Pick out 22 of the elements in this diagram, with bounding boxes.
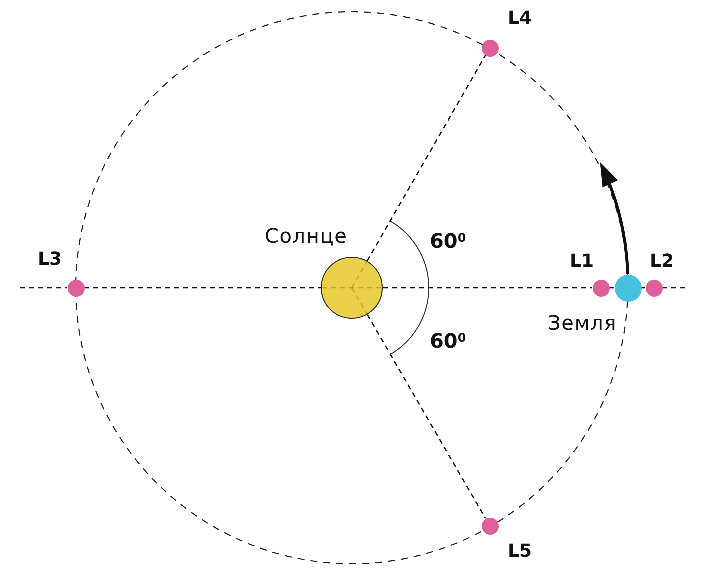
dashed-line bbox=[366, 55, 486, 262]
dashed-line bbox=[383, 287, 592, 289]
point-label: L5 bbox=[508, 543, 532, 561]
dashed-line bbox=[610, 287, 614, 289]
point-label: L3 bbox=[38, 251, 62, 269]
earth-label: Земля bbox=[548, 313, 618, 333]
sun-label: Солнце bbox=[265, 226, 348, 246]
lagrange-point-dot bbox=[68, 280, 84, 296]
dashed-line bbox=[84, 287, 321, 289]
arrow bbox=[600, 162, 630, 275]
point-label: L1 bbox=[570, 253, 594, 271]
lagrange-point-dot bbox=[592, 280, 610, 296]
angle-label: 60$^{0}$ bbox=[430, 331, 466, 351]
point-label: L4 bbox=[508, 10, 532, 28]
dashed-line bbox=[642, 287, 646, 289]
lagrange-point-dot bbox=[646, 280, 662, 296]
point-label: L2 bbox=[650, 253, 674, 271]
lagrange-point-dot bbox=[482, 40, 498, 56]
earth-circle bbox=[614, 274, 642, 302]
angle-label: 60$^{0}$ bbox=[430, 231, 466, 251]
lagrange-point-dot bbox=[482, 518, 498, 534]
dashed-line bbox=[366, 314, 486, 519]
